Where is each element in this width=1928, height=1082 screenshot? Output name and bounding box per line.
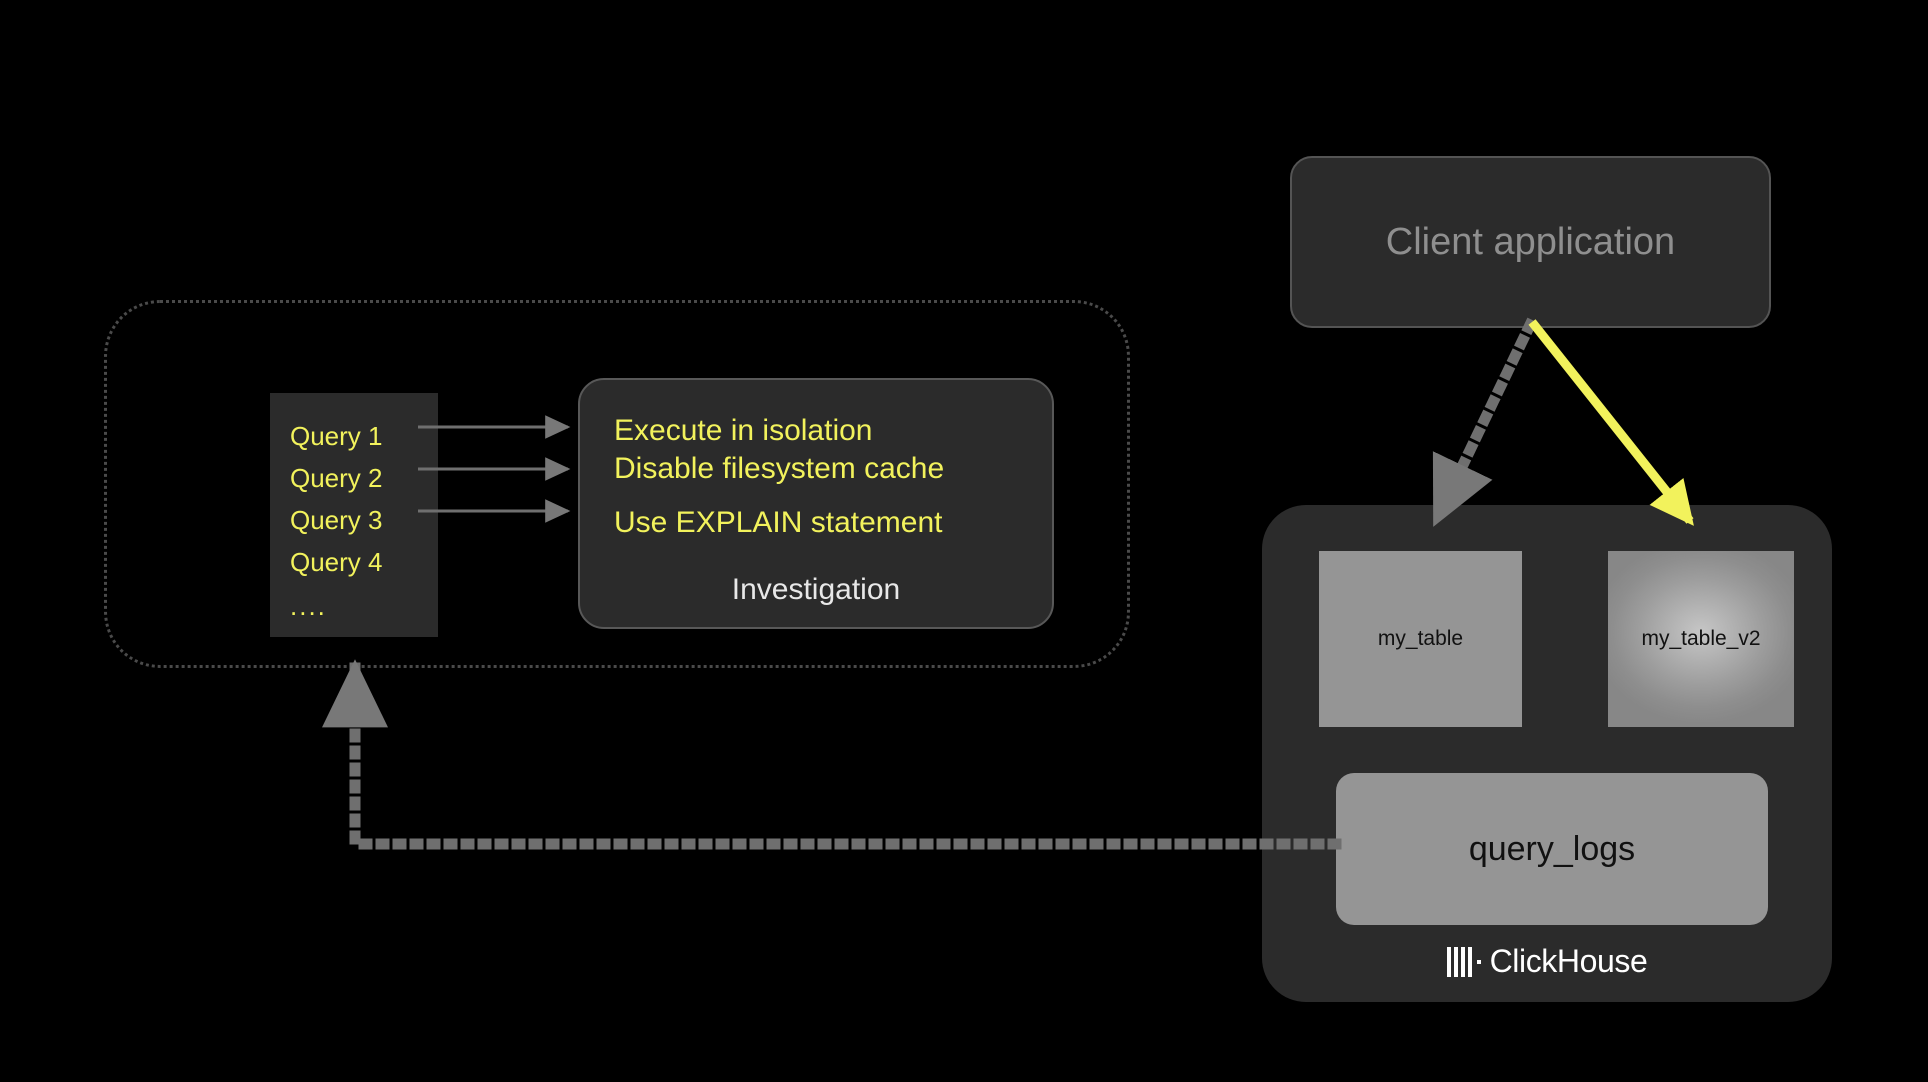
list-item: Query 3 xyxy=(290,505,383,535)
clickhouse-logo: ClickHouse xyxy=(1262,943,1832,980)
list-item-ellipsis: .... xyxy=(290,591,327,621)
table-query-logs-label: query_logs xyxy=(1468,829,1636,868)
investigation-step: Execute in isolation xyxy=(614,414,873,447)
arrow-client-to-my-table-v2 xyxy=(1528,319,1694,526)
clickhouse-wordmark: ClickHouse xyxy=(1489,943,1648,979)
table-my-table: my_table xyxy=(1319,551,1522,727)
client-application-label: Client application xyxy=(1385,220,1676,263)
table-my-table-v2: my_table_v2 xyxy=(1608,551,1794,727)
client-application-box: Client application xyxy=(1290,156,1771,328)
list-item: Query 2 xyxy=(290,463,383,493)
query-list-box: Query 1 Query 2 Query 3 Query 4 .... xyxy=(270,393,438,637)
investigation-panel: Execute in isolation Disable filesystem … xyxy=(578,378,1054,629)
table-my-table-label: my_table xyxy=(1377,627,1464,650)
investigation-step: Disable filesystem cache xyxy=(614,452,945,485)
arrow-client-to-my-table xyxy=(1429,317,1538,527)
table-query-logs: query_logs xyxy=(1336,773,1768,925)
investigation-panel-title: Investigation xyxy=(731,573,901,606)
investigation-step-list: Execute in isolation Disable filesystem … xyxy=(614,412,1034,542)
arrow-query-logs-to-query-list xyxy=(322,659,1342,850)
list-item: Query 1 xyxy=(290,421,383,451)
clickhouse-bars-icon xyxy=(1446,946,1481,977)
list-item: Query 4 xyxy=(290,547,383,577)
clickhouse-panel: my_table my_table_v2 query_logs ClickHou… xyxy=(1262,505,1832,1002)
table-my-table-v2-label: my_table_v2 xyxy=(1641,627,1761,650)
investigation-step: Use EXPLAIN statement xyxy=(614,506,943,539)
